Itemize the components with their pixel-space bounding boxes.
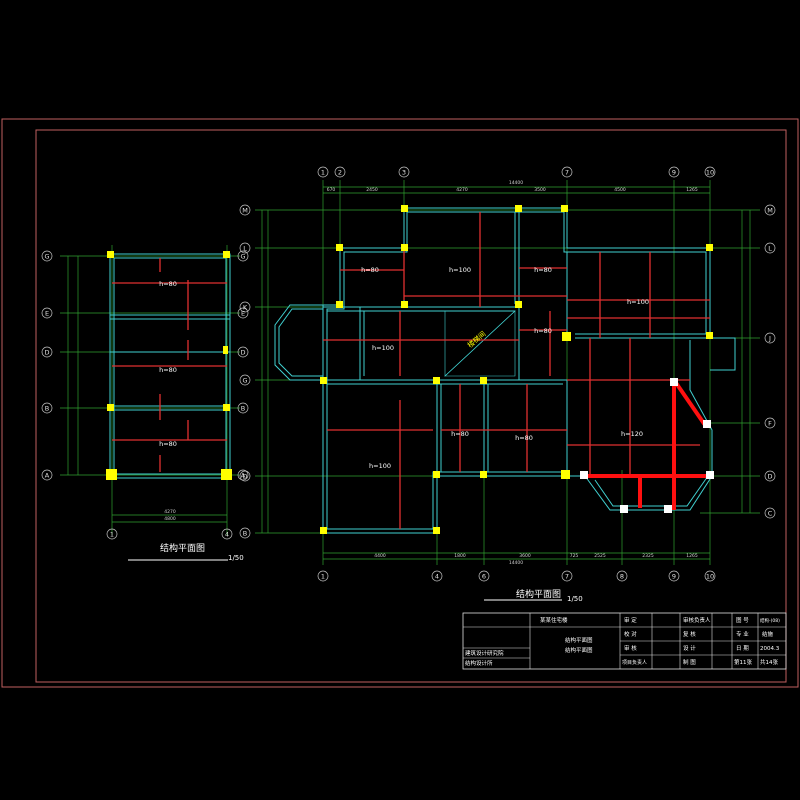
- tb-cell: 校 对: [624, 630, 637, 638]
- dim-top: 3500: [534, 187, 546, 193]
- slab-label: h=80: [534, 327, 552, 335]
- small-dim-label: 4270: [164, 509, 176, 515]
- small-plan-title: 结构平面图: [160, 542, 205, 554]
- col-axis-bottom: 6: [482, 573, 486, 581]
- row-axis-right: J: [768, 335, 771, 343]
- small-slab-label: h=80: [159, 280, 177, 288]
- col-axis-top: 3: [402, 169, 406, 177]
- slab-label: h=80: [451, 430, 469, 438]
- tb-cell: 日 期: [736, 645, 749, 652]
- slab-label: h=80: [534, 266, 552, 274]
- dim-top-total: 14400: [509, 180, 523, 186]
- tb-cell: 项目负责人: [622, 659, 647, 666]
- dim-top: 670: [327, 187, 336, 193]
- small-row-axis-label: A: [241, 472, 246, 480]
- col-axis-top: 1: [321, 169, 325, 177]
- dim-bottom: 4400: [374, 553, 386, 559]
- dim-bottom: 3600: [519, 553, 531, 559]
- tb-cell: 制 图: [683, 658, 696, 666]
- row-axis-left: B: [243, 530, 247, 538]
- tb-cell: 专 业: [736, 630, 749, 638]
- sheet-outer-border: [1, 118, 799, 688]
- row-axis-left: D: [242, 473, 247, 481]
- col-axis-top: 9: [672, 169, 676, 177]
- dim-top: 1265: [686, 187, 698, 193]
- small-col-axis-label: 4: [225, 531, 229, 539]
- col-axis-top: 2: [338, 169, 342, 177]
- slab-label: h=80: [361, 266, 379, 274]
- small-slab-label: h=80: [159, 366, 177, 374]
- tb-cell: 设 计: [683, 644, 696, 652]
- small-row-axis-label: G: [44, 253, 49, 261]
- tb-cell: 结施: [762, 630, 774, 638]
- col-axis-bottom: 8: [620, 573, 624, 581]
- small-row-axis-label: E: [45, 310, 49, 318]
- dim-top: 4270: [456, 187, 468, 193]
- dim-top: 2450: [366, 187, 378, 193]
- row-axis-left: G: [242, 377, 247, 385]
- dim-bottom: 2325: [642, 553, 654, 559]
- row-axis-right: F: [768, 420, 772, 428]
- tb-cell: 审 定: [624, 616, 637, 624]
- tb-cell: 结构-(08): [760, 617, 780, 624]
- dim-top: 4500: [614, 187, 626, 193]
- slab-label: h=100: [449, 266, 471, 274]
- tb-cell: 第11张: [734, 658, 752, 666]
- row-axis-right: L: [768, 245, 772, 253]
- tb-project: 某某住宅楼: [540, 616, 568, 624]
- dim-bottom: 2525: [594, 553, 606, 559]
- dim-bottom: 1800: [454, 553, 466, 559]
- col-axis-bottom: 7: [565, 573, 569, 581]
- tb-cell: 图 号: [736, 616, 749, 624]
- tb-cell: 共14张: [760, 658, 778, 666]
- small-row-axis-label: B: [45, 405, 49, 413]
- small-plan-scale: 1/50: [228, 554, 244, 562]
- slab-label: h=100: [369, 462, 391, 470]
- dim-bottom: 1265: [686, 553, 698, 559]
- tb-company: 结构设计所: [465, 659, 493, 667]
- small-row-axis-label: G: [240, 253, 245, 261]
- main-plan: 楼梯间 h=80 h=100 h=80 h=100 h=80 h=100 h=1…: [239, 166, 776, 603]
- col-axis-bottom: 4: [435, 573, 439, 581]
- row-axis-left: K: [243, 304, 248, 312]
- sheet-inner-border: [35, 129, 787, 683]
- small-col-axis-label: 1: [110, 531, 114, 539]
- tb-cell: 2004.3: [760, 646, 780, 652]
- row-axis-left: L: [243, 245, 247, 253]
- dim-bottom: 725: [570, 553, 579, 559]
- small-row-axis-label: D: [44, 349, 49, 357]
- slab-label: h=100: [627, 298, 649, 306]
- slab-label: h=120: [621, 430, 643, 438]
- small-row-axis-label: D: [240, 349, 245, 357]
- col-axis-bottom: 9: [672, 573, 676, 581]
- slab-label: h=80: [515, 434, 533, 442]
- dim-bottom-total: 14400: [509, 560, 523, 566]
- small-plan: G E D B A G E D B A 1 4 4270 4800 h=80 h…: [41, 245, 249, 562]
- tb-drawing-name: 结构平面图: [565, 636, 593, 644]
- col-axis-top: 7: [565, 169, 569, 177]
- small-dim-label: 4800: [164, 516, 176, 522]
- tb-cell: 审核负责人: [683, 616, 711, 624]
- tb-cell: 复 核: [683, 630, 696, 638]
- small-row-axis-label: E: [241, 310, 245, 318]
- tb-company: 建筑设计研究院: [465, 649, 504, 657]
- small-row-axis-label: A: [45, 472, 50, 480]
- col-axis-bottom: 1: [321, 573, 325, 581]
- title-block: 某某住宅楼 审 定 审核负责人 图 号 结构-(08) 校 对 复 核 专 业 …: [462, 612, 787, 670]
- row-axis-right: M: [767, 207, 773, 215]
- small-slab-label: h=80: [159, 440, 177, 448]
- main-plan-scale: 1/50: [567, 595, 583, 603]
- row-axis-right: C: [768, 510, 773, 518]
- col-axis-bottom: 10: [706, 573, 714, 581]
- main-plan-title: 结构平面图: [516, 588, 561, 600]
- small-row-axis-label: B: [241, 405, 245, 413]
- col-axis-top: 10: [706, 169, 714, 177]
- row-axis-right: D: [767, 473, 772, 481]
- row-axis-left: M: [242, 207, 248, 215]
- tb-drawing-name: 结构平面图: [565, 646, 593, 654]
- slab-label: h=100: [372, 344, 394, 352]
- tb-cell: 审 核: [624, 644, 637, 652]
